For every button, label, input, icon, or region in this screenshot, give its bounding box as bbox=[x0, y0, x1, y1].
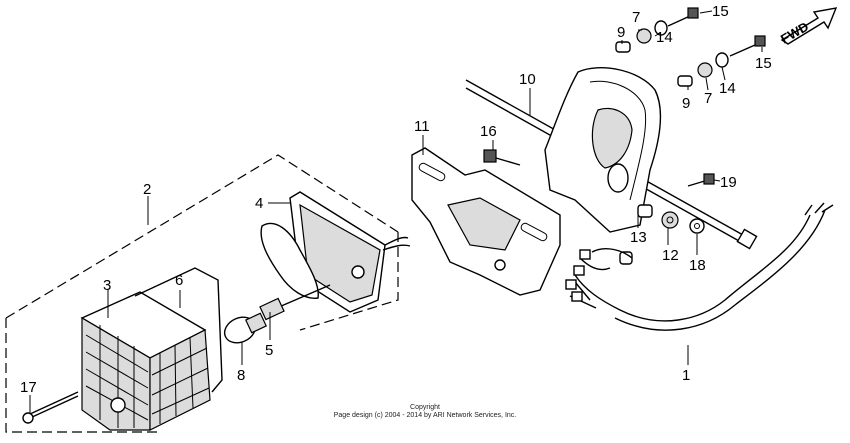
license-bracket bbox=[411, 147, 561, 296]
callout-4: 4 bbox=[255, 195, 263, 212]
tail-light-lens bbox=[80, 291, 211, 431]
forward-arrow: FWD bbox=[778, 7, 838, 47]
callouts: 1 2 3 4 5 6 7 7 8 9 9 10 11 12 13 14 14 … bbox=[20, 3, 772, 396]
callout-8: 8 bbox=[237, 367, 245, 384]
tail-light-housing bbox=[260, 191, 411, 313]
lens-gasket bbox=[134, 267, 223, 393]
callout-19: 19 bbox=[720, 174, 737, 191]
leader-lines bbox=[29, 10, 763, 413]
direction-label: FWD bbox=[778, 19, 811, 47]
callout-7b: 7 bbox=[704, 90, 712, 107]
callout-9a: 9 bbox=[617, 24, 625, 41]
copyright-notice: Page design (c) 2004 - 2014 by ARI Netwo… bbox=[333, 412, 517, 419]
shaft-collar bbox=[637, 204, 653, 218]
callout-15a: 15 bbox=[712, 3, 729, 20]
callout-14a: 14 bbox=[656, 29, 673, 46]
upper-hardware-1 bbox=[615, 7, 699, 53]
small-bolt bbox=[687, 173, 715, 187]
bulb-socket bbox=[259, 284, 331, 321]
callout-16: 16 bbox=[480, 123, 497, 140]
callout-15b: 15 bbox=[755, 55, 772, 72]
assembly-outline bbox=[5, 154, 399, 433]
callout-13: 13 bbox=[630, 229, 647, 246]
callout-2: 2 bbox=[143, 181, 151, 198]
bulb bbox=[223, 312, 268, 344]
callout-12: 12 bbox=[662, 247, 679, 264]
bracket-bolt bbox=[483, 149, 521, 166]
callout-17: 17 bbox=[20, 379, 37, 396]
callout-5: 5 bbox=[265, 342, 273, 359]
callout-1: 1 bbox=[682, 367, 690, 384]
shaft-washer bbox=[689, 218, 705, 234]
callout-9b: 9 bbox=[682, 95, 690, 112]
callout-6: 6 bbox=[175, 272, 183, 289]
callout-14b: 14 bbox=[719, 80, 736, 97]
callout-11: 11 bbox=[414, 118, 430, 135]
shaft-nut bbox=[661, 211, 679, 229]
callout-18: 18 bbox=[689, 257, 706, 274]
fender-bracket bbox=[544, 66, 662, 233]
callout-7a: 7 bbox=[632, 9, 640, 26]
upper-hardware-2 bbox=[677, 35, 766, 87]
wire-harness bbox=[565, 202, 834, 331]
copyright-title: Copyright bbox=[410, 404, 440, 411]
copyright-footer: Copyright Page design (c) 2004 - 2014 by… bbox=[300, 404, 550, 420]
callout-10: 10 bbox=[519, 71, 536, 88]
lens-screw bbox=[22, 391, 79, 424]
callout-3: 3 bbox=[103, 277, 111, 294]
